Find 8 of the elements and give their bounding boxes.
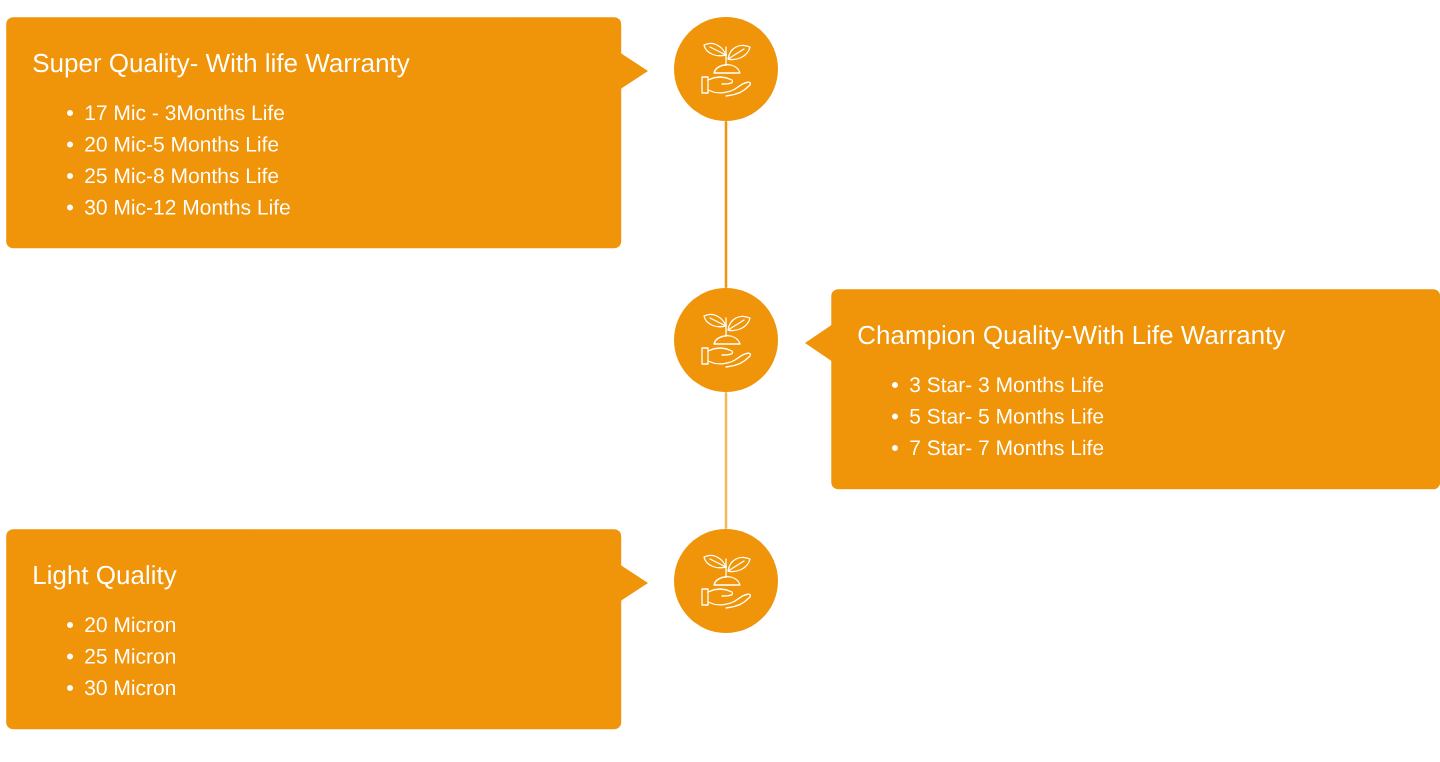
icon-circle <box>674 529 778 633</box>
callout-box: Super Quality- With life Warranty 17 Mic - 3Months Life 20 Mic-5 Months Life 25 Mic-8 Months Life 30 Mic-12 Months Life <box>6 17 648 249</box>
icon-circle <box>674 288 778 392</box>
callout-box: Champion Quality-With Life Warranty 3 Star- 3 Months Life 5 Star- 5 Months Life 7 Star- 7 Months Life <box>805 289 1440 490</box>
connector-line <box>724 121 728 288</box>
callout-box: Light Quality 20 Micron 25 Micron 30 Micron <box>6 529 648 730</box>
connector-line <box>724 392 728 529</box>
icon-circle <box>674 17 778 121</box>
